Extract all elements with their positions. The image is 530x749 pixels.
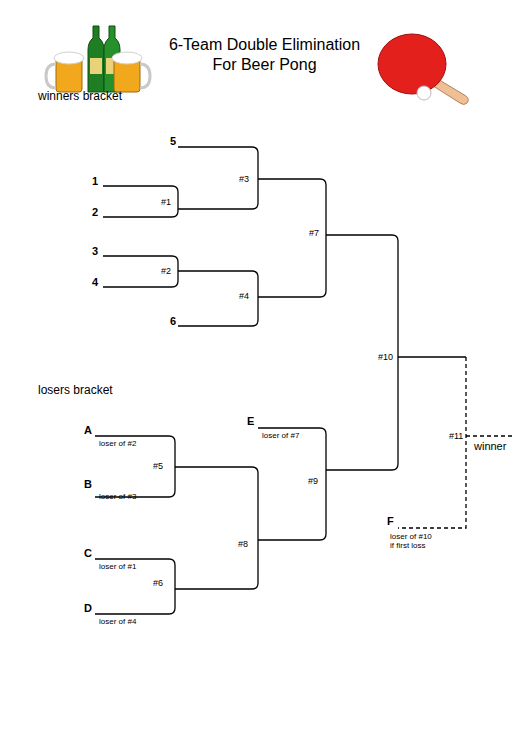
team-slot: 4 [92, 276, 98, 289]
beer-foam [54, 52, 84, 64]
ping-pong-ball [417, 86, 431, 100]
slot-note: loser of #3 [99, 492, 136, 501]
team-slot: A [84, 424, 92, 437]
team-slot: D [84, 602, 92, 615]
match-number: #7 [309, 228, 319, 238]
team-slot: 5 [170, 135, 176, 148]
bracket-line [178, 147, 258, 209]
bracket-line [258, 428, 326, 540]
bracket-heading: winners bracket [38, 90, 122, 104]
match-number: #1 [161, 197, 171, 207]
slot-note: loser of #10 if first loss [390, 532, 435, 550]
team-slot: 2 [92, 206, 98, 219]
team-slot: F [387, 515, 394, 528]
paddle-illustration [378, 34, 468, 105]
dashed-bracket [398, 357, 515, 528]
bracket-heading: losers bracket [38, 384, 113, 398]
slot-note: loser of #4 [99, 617, 136, 626]
bottle-label [90, 58, 102, 74]
match-number: #9 [308, 476, 318, 486]
beer-illustration [46, 26, 150, 92]
team-slot: B [84, 478, 92, 491]
mug-handle [46, 64, 56, 88]
bracket-line [103, 186, 178, 217]
slot-note: loser of #1 [99, 562, 136, 571]
bracket-line [258, 179, 326, 297]
mug-handle [140, 64, 150, 88]
team-slot: E [247, 415, 254, 428]
match-number: #6 [153, 578, 163, 588]
slot-note: loser of #7 [262, 431, 299, 440]
beer-bottle [88, 26, 104, 92]
match-number: #2 [161, 266, 171, 276]
bracket-line [175, 467, 258, 589]
team-slot: 3 [92, 245, 98, 258]
bracket-line [398, 356, 466, 357]
match-number: #5 [153, 461, 163, 471]
dashed-line [466, 435, 515, 436]
match-number: #3 [239, 174, 249, 184]
beer-foam [112, 52, 142, 64]
slot-note: loser of #2 [99, 439, 136, 448]
bracket-lines [95, 147, 466, 614]
match-number: #10 [378, 352, 393, 362]
bracket-line [326, 235, 398, 470]
bracket-line [95, 436, 175, 497]
winner-label: winner [474, 440, 506, 453]
bracket-line [103, 256, 178, 287]
match-number: #11 [449, 431, 463, 441]
team-slot: 6 [170, 315, 176, 328]
bracket-line [95, 559, 175, 614]
match-number: #4 [239, 291, 249, 301]
team-slot: C [84, 547, 92, 560]
match-number: #8 [238, 539, 248, 549]
dashed-line [398, 357, 466, 528]
team-slot: 1 [92, 175, 98, 188]
diagram-title: 6-Team Double Elimination For Beer Pong [162, 35, 367, 75]
paddle-blade [378, 34, 446, 94]
bracket-line [178, 271, 258, 326]
